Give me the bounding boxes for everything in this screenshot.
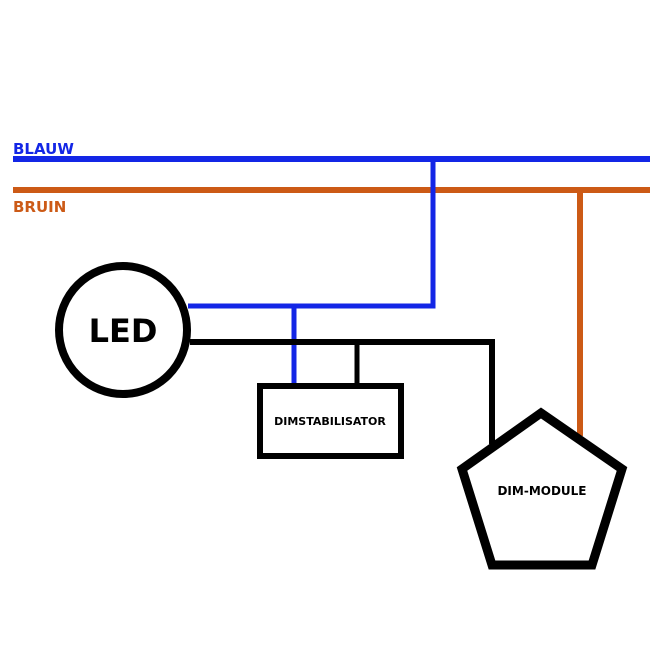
brown-wire-label: BRUIN	[13, 198, 66, 216]
blue-wire-label: BLAUW	[13, 140, 74, 158]
dim-module-pentagon	[456, 407, 628, 570]
dimstabilisator-box	[257, 383, 404, 459]
black-wire-led-to-dim-module	[190, 339, 495, 444]
blue-branch-to-led	[188, 159, 436, 309]
led-circle	[55, 262, 191, 398]
dim-module-label: DIM-MODULE	[497, 484, 586, 498]
dimstabilisator-label: DIMSTABILISATOR	[274, 415, 386, 428]
led-label: LED	[89, 312, 158, 350]
